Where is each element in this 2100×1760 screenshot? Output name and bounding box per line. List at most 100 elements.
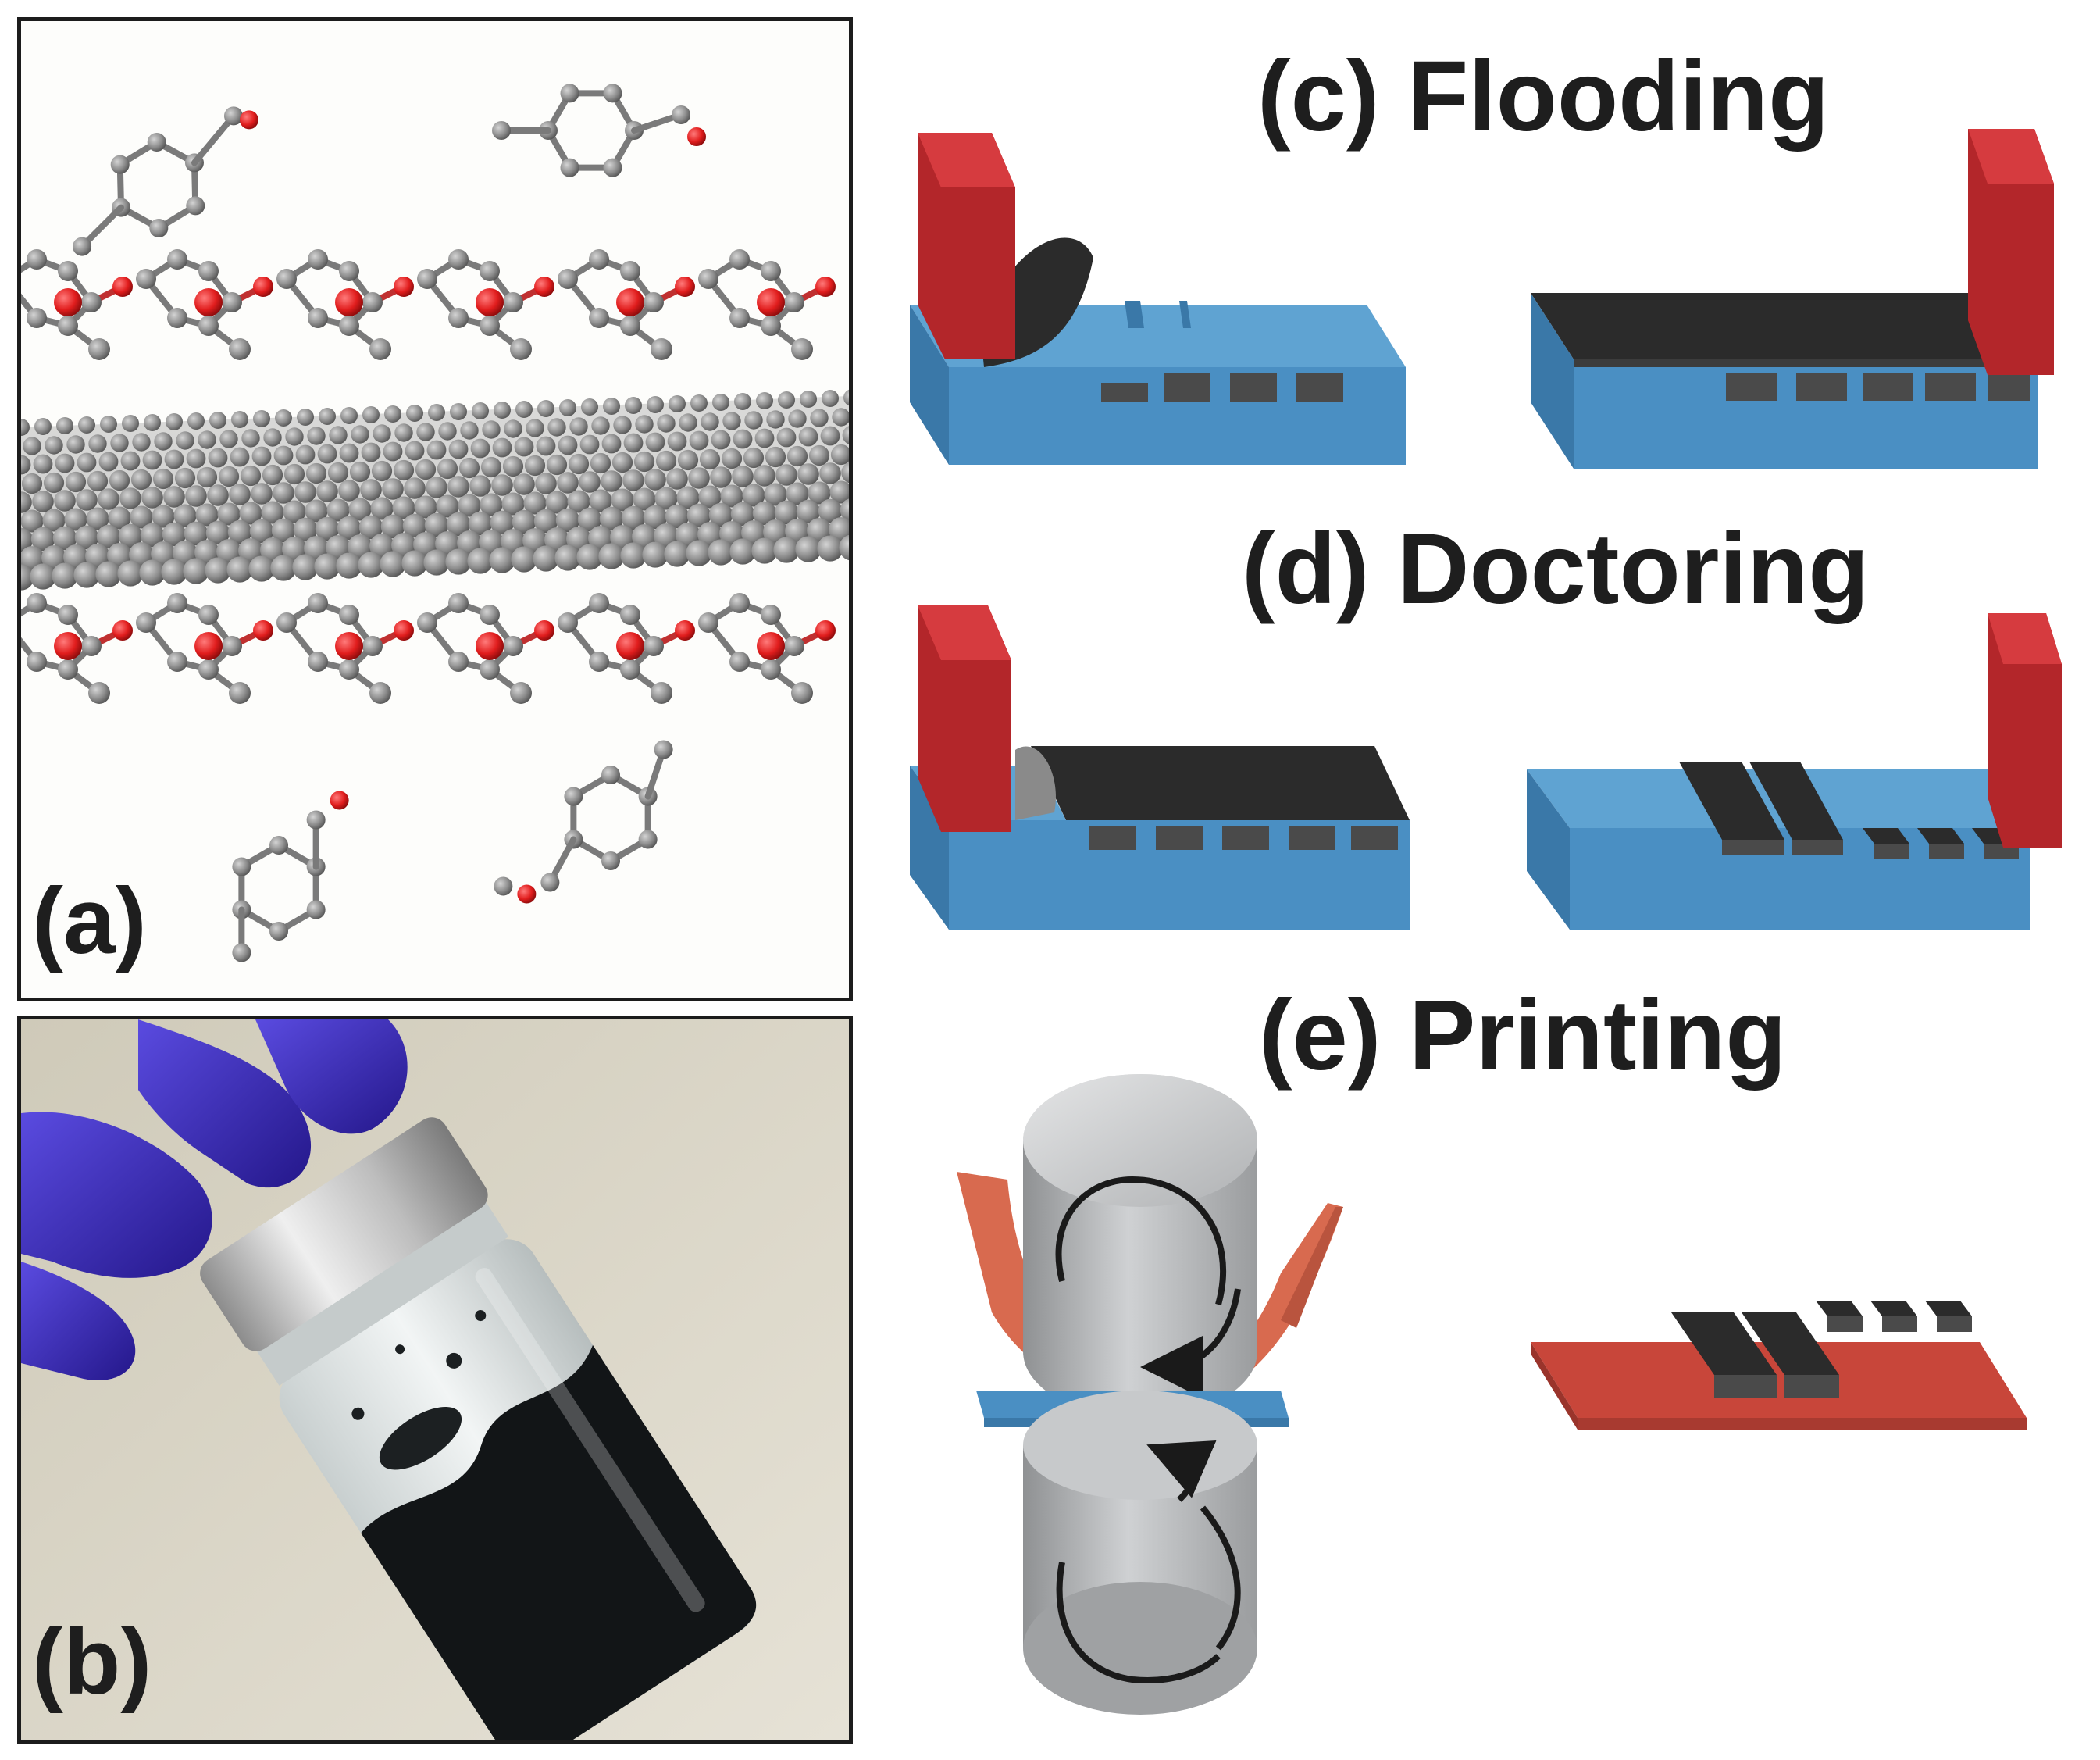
carbon-atom — [384, 405, 401, 423]
carbon-atom — [198, 261, 219, 281]
carbon-atom — [620, 542, 647, 569]
carbon-atom — [494, 876, 513, 896]
carbon-atom — [579, 434, 600, 455]
carbon-atom — [285, 427, 304, 446]
carbon-atom — [423, 549, 450, 576]
carbon-atom — [21, 564, 34, 591]
carbon-atom — [207, 484, 229, 506]
carbon-atom — [339, 443, 359, 463]
carbon-atom — [339, 316, 359, 336]
carbon-atom — [635, 415, 654, 434]
carbon-atom — [448, 249, 469, 270]
carbon-atom — [598, 543, 625, 569]
carbon-atom — [96, 524, 121, 549]
molecular-structure-illustration — [21, 84, 849, 962]
carbon-atom — [546, 454, 568, 476]
carbon-atom — [58, 316, 78, 336]
carbon-atom — [34, 418, 52, 435]
carbon-atom — [27, 308, 47, 328]
carbon-atom — [784, 292, 804, 312]
carbon-atom — [633, 451, 655, 473]
carbon-atom — [448, 308, 469, 328]
carbon-atom — [306, 810, 326, 830]
doctoring-step-2 — [1527, 613, 2062, 930]
carbon-atom — [65, 471, 87, 493]
carbon-atom — [273, 445, 294, 466]
carbon-atom — [590, 452, 611, 474]
carbon-atom — [402, 513, 427, 538]
carbon-atom — [152, 468, 174, 490]
carbon-atom — [327, 462, 349, 484]
carbon-atom — [305, 462, 327, 484]
carbon-atom — [751, 537, 778, 564]
carbon-atom — [230, 447, 250, 467]
carbon-atom — [743, 447, 765, 469]
carbon-atom — [198, 316, 219, 336]
carbon-atom — [701, 412, 719, 431]
carbon-atom — [283, 500, 306, 523]
carbon-atom — [773, 537, 800, 563]
carbon-atom — [117, 560, 144, 587]
carbon-atom — [560, 84, 579, 103]
oxygen-atom — [194, 288, 223, 316]
carbon-atom — [786, 482, 809, 505]
carbon-atom — [679, 413, 697, 432]
oxygen-atom — [476, 288, 504, 316]
carbon-atom — [186, 196, 205, 216]
carbon-atom — [569, 417, 588, 436]
printing-title: (e) Printing — [1259, 980, 1787, 1091]
carbon-atom — [545, 491, 569, 514]
carbon-atom — [183, 558, 209, 584]
carbon-atom — [262, 464, 283, 486]
carbon-atom — [142, 450, 162, 470]
carbon-atom — [58, 605, 78, 625]
carbon-atom — [21, 473, 43, 494]
carbon-atom — [492, 437, 512, 458]
carbon-atom — [351, 425, 369, 444]
carbon-atom — [537, 400, 554, 417]
carbon-atom — [369, 682, 391, 704]
oxygen-atom — [253, 620, 273, 641]
panel-a-molecular-model: (a) — [17, 17, 853, 1001]
carbon-atom — [88, 434, 107, 453]
carbon-atom — [786, 445, 808, 467]
carbon-atom — [269, 922, 288, 941]
carbon-atom — [21, 419, 30, 436]
carbon-atom — [417, 269, 437, 289]
carbon-atom — [167, 652, 187, 672]
carbon-atom — [721, 448, 743, 469]
carbon-atom — [547, 418, 566, 437]
carbon-atom — [448, 593, 469, 613]
carbon-atom — [611, 452, 633, 473]
carbon-atom — [581, 398, 598, 416]
carbon-atom — [669, 395, 686, 412]
carbon-atom — [162, 522, 187, 547]
carbon-atom — [270, 555, 297, 581]
oxygen-atom — [476, 632, 504, 660]
carbon-atom — [672, 105, 690, 124]
carbon-atom — [438, 422, 457, 441]
carbon-atom — [708, 539, 734, 566]
carbon-atom — [501, 492, 525, 516]
carbon-atom — [338, 480, 360, 502]
oxygen-atom — [687, 127, 706, 146]
carbon-atom — [603, 84, 622, 103]
carbon-atom — [167, 308, 187, 328]
carbon-atom — [33, 454, 53, 474]
glove-finger — [138, 1019, 312, 1188]
carbon-atom — [642, 541, 669, 568]
carbon-atom — [164, 449, 184, 469]
carbon-atom — [426, 440, 447, 460]
carbon-atom — [78, 416, 95, 434]
carbon-atom — [489, 547, 515, 573]
carbon-atom — [513, 473, 535, 495]
carbon-atom — [308, 593, 328, 613]
oxygen-atom — [394, 620, 414, 641]
carbon-atom — [576, 544, 603, 570]
carbon-atom — [401, 550, 428, 577]
carbon-atom — [21, 491, 32, 513]
carbon-atom — [621, 505, 646, 530]
carbon-atom — [468, 511, 493, 536]
carbon-atom — [360, 479, 382, 501]
carbon-atom — [467, 548, 494, 574]
